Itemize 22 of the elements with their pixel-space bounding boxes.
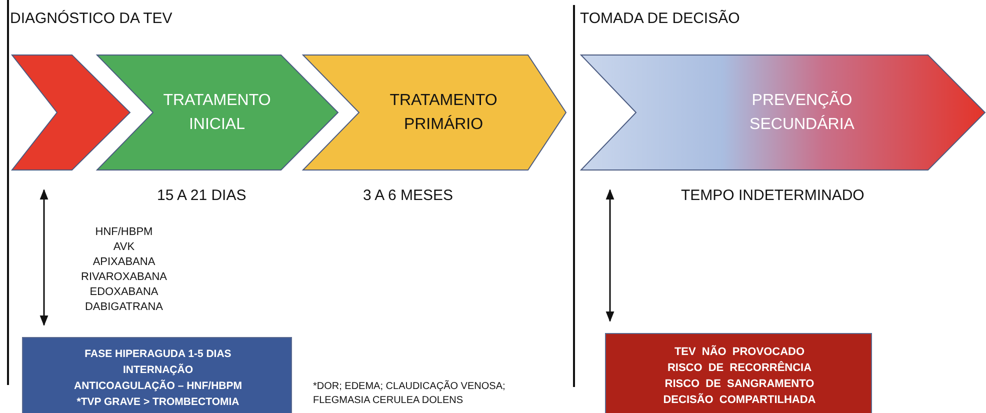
duration-label: 15 A 21 DIAS bbox=[157, 187, 246, 204]
box-text: FASE HIPERAGUDA 1-5 DIAS INTERNAÇÃO ANTICOAGULAÇÃO – HNF/HBPM *TVP GRAVE > TROMBECTOMIA bbox=[73, 347, 243, 410]
drug-name: APIXABANA bbox=[92, 256, 156, 268]
drug-name: AVK bbox=[112, 241, 136, 253]
drug-name: HNF/HBPM bbox=[94, 226, 154, 238]
duration-label: 3 A 6 MESES bbox=[363, 187, 454, 204]
phase-banner bbox=[12, 55, 130, 170]
drug-name: DABIGATRANA bbox=[84, 301, 164, 313]
section-heading: TOMADA DE DECISÃO bbox=[580, 10, 740, 27]
stage-label: TRATAMENTO PRIMÁRIO bbox=[388, 90, 498, 134]
duration-label: TEMPO INDETERMINADO bbox=[681, 187, 864, 204]
drug-name: EDOXABANA bbox=[88, 286, 160, 298]
double-arrow bbox=[40, 188, 48, 326]
double-arrow bbox=[606, 188, 614, 322]
text-box bbox=[605, 333, 872, 413]
text-box bbox=[22, 337, 292, 413]
stage-label: PREVENÇÃO SECUNDÁRIA bbox=[748, 90, 856, 134]
footnote: *DOR; EDEMA; CLAUDICAÇÃO VENOSA; FLEGMASIA CERULEA DOLENS bbox=[313, 380, 506, 408]
box-text: TEV NÃO PROVOCADO RISCO DE RECORRÊNCIA RISCO DE SANGRAMENTO DECISÃO COMPARTILHADA bbox=[662, 344, 817, 408]
section-heading: DIAGNÓSTICO DA TEV bbox=[10, 10, 172, 27]
drug-name: RIVAROXABANA bbox=[80, 271, 168, 283]
stage-label: TRATAMENTO INICIAL bbox=[162, 90, 272, 134]
